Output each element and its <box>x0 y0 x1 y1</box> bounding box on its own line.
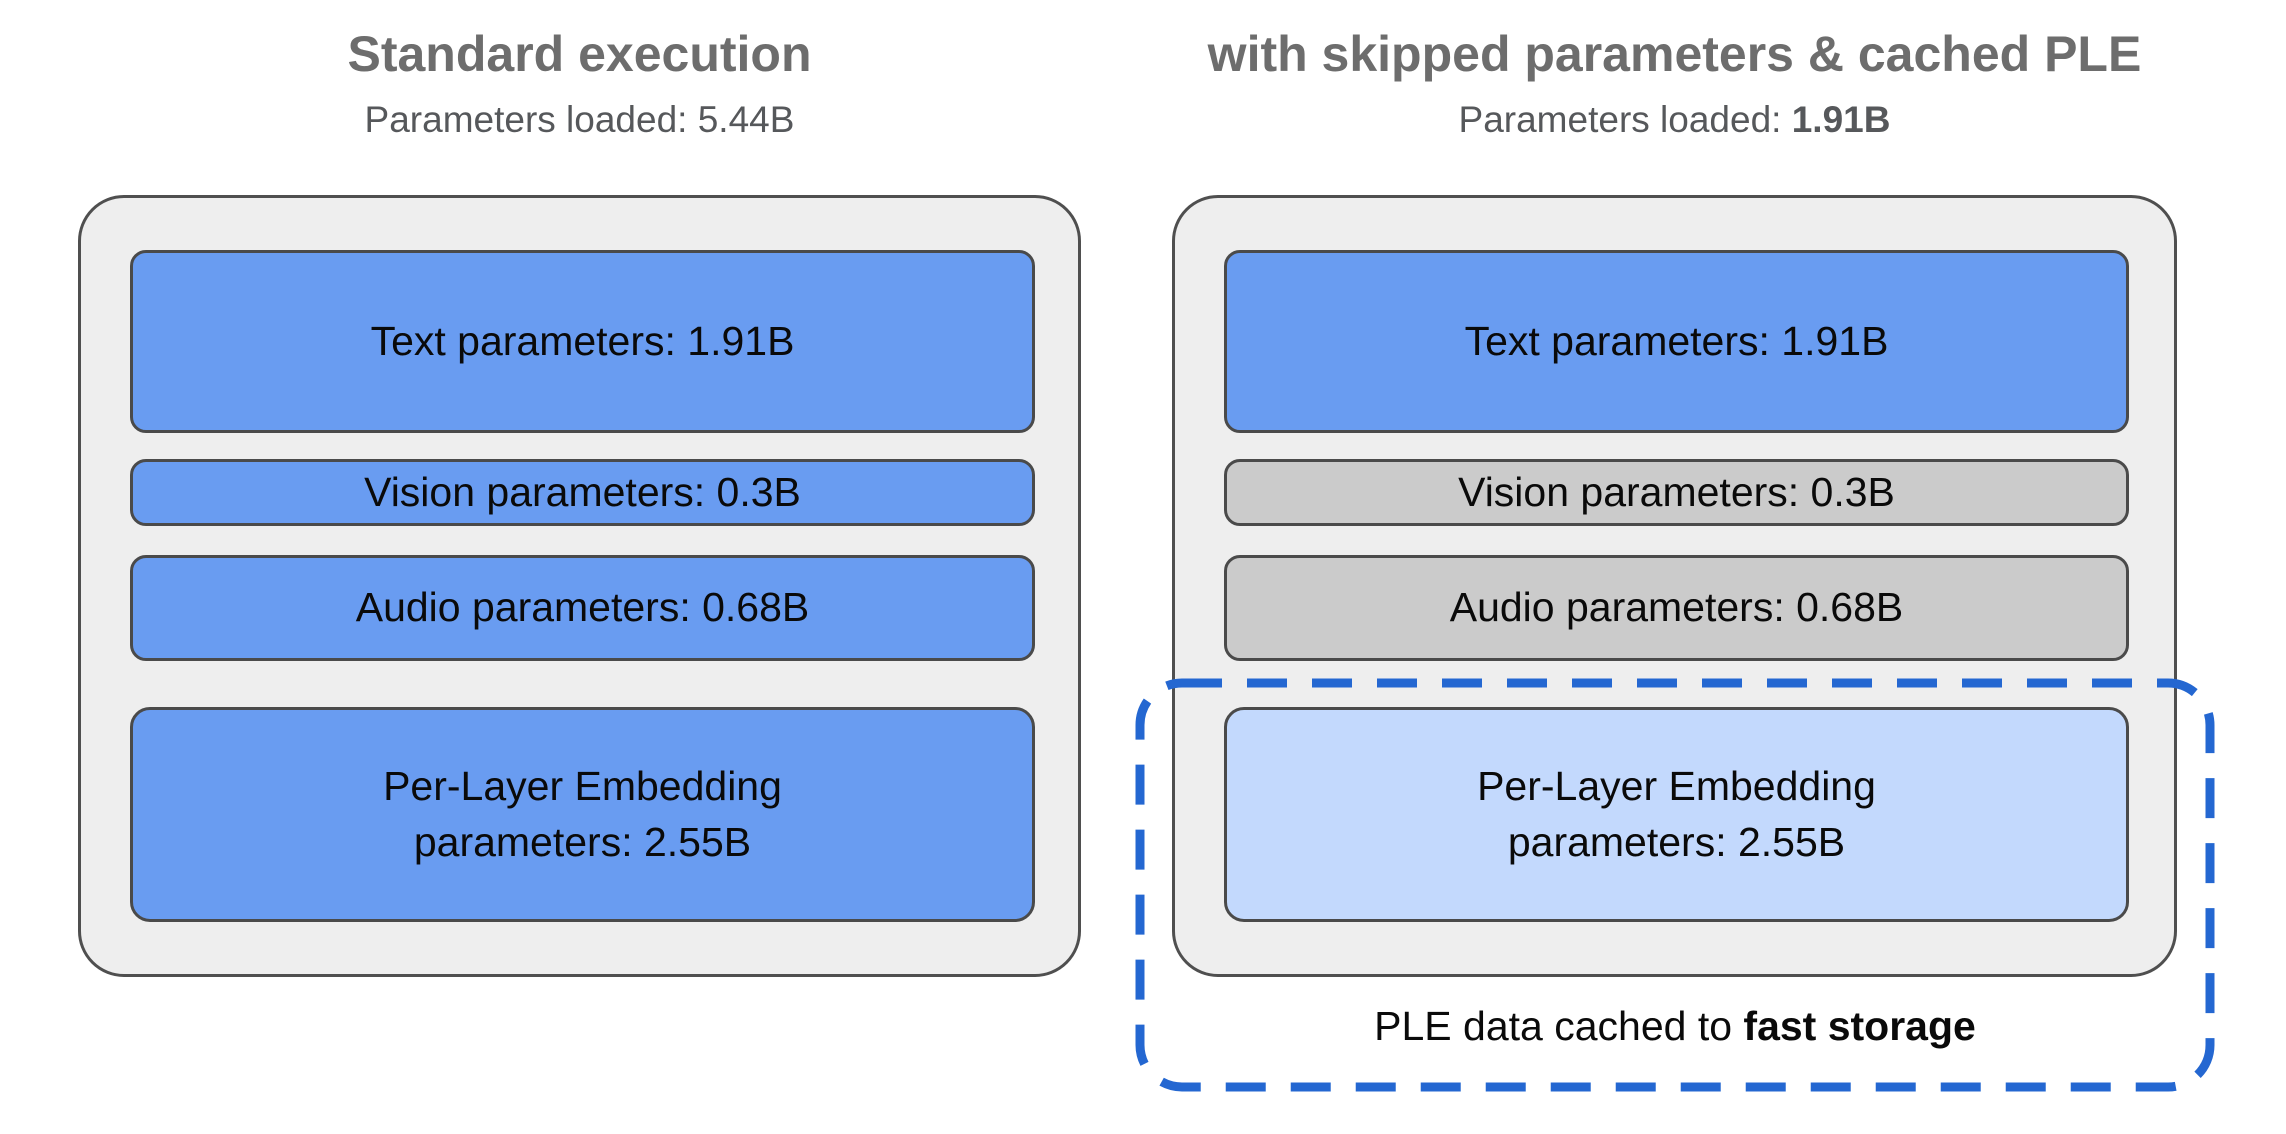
left-text-parameters-box: Text parameters: 1.91B <box>130 250 1035 433</box>
right-text-parameters-box: Text parameters: 1.91B <box>1224 250 2129 433</box>
skipped-parameters-panel: Text parameters: 1.91B Vision parameters… <box>1172 195 2177 977</box>
right-text-parameters-label: Text parameters: 1.91B <box>1464 317 1889 364</box>
left-panel-subtitle: Parameters loaded: 5.44B <box>78 98 1081 142</box>
left-vision-parameters-box: Vision parameters: 0.3B <box>130 459 1035 526</box>
left-audio-parameters-box: Audio parameters: 0.68B <box>130 555 1035 661</box>
right-vision-parameters-box: Vision parameters: 0.3B <box>1224 459 2129 526</box>
left-audio-parameters-label: Audio parameters: 0.68B <box>355 584 810 631</box>
right-per-layer-embedding-box: Per-Layer Embedding parameters: 2.55B <box>1224 707 2129 922</box>
cache-caption-emphasis: fast storage <box>1743 1003 1976 1049</box>
ple-cache-caption: PLE data cached to fast storage <box>1135 1002 2215 1051</box>
cache-caption-prefix: PLE data cached to <box>1374 1003 1744 1049</box>
right-subtitle-value: 1.91B <box>1791 99 1891 140</box>
right-subtitle-prefix: Parameters loaded: <box>1458 99 1792 140</box>
left-panel-title: Standard execution <box>347 26 812 82</box>
left-vision-parameters-label: Vision parameters: 0.3B <box>364 468 801 515</box>
left-panel-header: Standard execution Parameters loaded: 5.… <box>78 24 1081 142</box>
right-panel-header: with skipped parameters & cached PLE Par… <box>1172 24 2177 142</box>
right-audio-parameters-label: Audio parameters: 0.68B <box>1449 584 1904 631</box>
left-per-layer-embedding-label: Per-Layer Embedding parameters: 2.55B <box>383 763 782 865</box>
right-panel-title: with skipped parameters & cached PLE <box>1207 26 2142 82</box>
left-per-layer-embedding-box: Per-Layer Embedding parameters: 2.55B <box>130 707 1035 922</box>
right-vision-parameters-label: Vision parameters: 0.3B <box>1458 468 1895 515</box>
left-subtitle-value: 5.44B <box>697 99 795 140</box>
standard-execution-panel: Text parameters: 1.91B Vision parameters… <box>78 195 1081 977</box>
left-text-parameters-label: Text parameters: 1.91B <box>370 317 795 364</box>
right-audio-parameters-box: Audio parameters: 0.68B <box>1224 555 2129 661</box>
right-per-layer-embedding-label: Per-Layer Embedding parameters: 2.55B <box>1477 763 1876 865</box>
left-subtitle-prefix: Parameters loaded: <box>364 99 698 140</box>
right-panel-subtitle: Parameters loaded: 1.91B <box>1172 98 2177 142</box>
